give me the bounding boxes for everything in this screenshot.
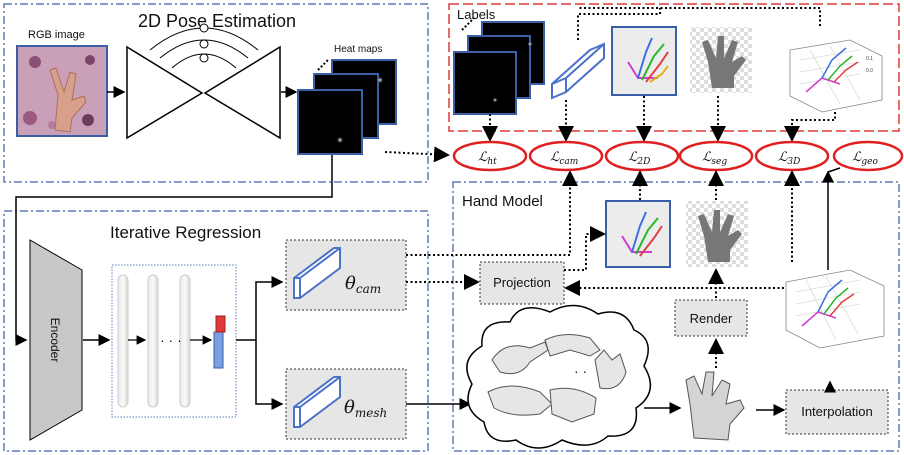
label-camera-cuboid — [551, 42, 605, 100]
arrow-label-3d-to-L3d — [784, 112, 836, 142]
hourglass-network — [126, 23, 281, 140]
section-hand-model — [452, 181, 900, 452]
heat-map-stack — [297, 59, 397, 155]
projected-2d-skeleton — [605, 200, 671, 268]
encoder-label: Encoder — [48, 318, 62, 363]
label-silhouette — [690, 27, 752, 93]
projection-label: Projection — [493, 275, 551, 290]
loss-cam — [528, 140, 604, 172]
hand-pose-cloud — [466, 304, 652, 449]
loss-cam-label: ℒcam — [550, 150, 578, 167]
regression-title: Iterative Regression — [110, 223, 261, 242]
regressor-block — [111, 264, 237, 418]
rendered-silhouette — [686, 201, 748, 267]
rgb-image — [16, 45, 108, 137]
label-3d-plot: 0.1 0.0 — [789, 39, 883, 113]
pose2d-title: 2D Pose Estimation — [138, 11, 296, 31]
svg-text:0.1: 0.1 — [866, 56, 873, 62]
hand-model-title: Hand Model — [462, 193, 543, 210]
section-2d-pose — [3, 3, 429, 183]
theta-mesh-box — [285, 368, 407, 440]
arrow-cam-to-Lcam — [406, 170, 578, 256]
arrow-projection-to-2d — [564, 226, 606, 271]
arrow-heatmaps-to-encoder — [15, 155, 333, 346]
render-label: Render — [690, 311, 733, 326]
predicted-3d-plot — [785, 269, 885, 349]
arrow-regressor-to-mesh — [255, 340, 284, 410]
section-labels — [448, 3, 900, 132]
theta-mesh-symbol: θmesh — [344, 397, 387, 420]
rgb-image-label: RGB image — [28, 29, 85, 41]
loss-geo-label: ℒgeo — [852, 150, 878, 167]
arrow-regressor-to-params — [236, 276, 284, 341]
theta-cam-box — [285, 239, 407, 311]
label-2d-skeleton — [611, 26, 677, 96]
arrow-heatmaps-to-Lht — [384, 146, 450, 163]
loss-3d-label: ℒ3D — [778, 150, 800, 167]
theta-cam-symbol: θcam — [345, 273, 381, 296]
loss-ht-label: ℒht — [478, 150, 497, 167]
encoder-block — [29, 239, 83, 441]
heat-maps-label: Heat maps — [334, 44, 382, 55]
projection-box — [479, 261, 565, 305]
svg-text:0.0: 0.0 — [866, 68, 873, 74]
interpolation-label: Interpolation — [801, 404, 873, 419]
arrow-3d-label-top — [578, 7, 821, 26]
loss-2d-label: ℒ2D — [628, 150, 650, 167]
label-heatmaps — [453, 17, 545, 115]
cloud-dots: · · — [574, 363, 587, 379]
render-box — [674, 299, 748, 337]
loss-geo — [832, 140, 904, 172]
loss-seg-label: ℒseg — [702, 150, 727, 167]
arrow-Lgeo-link — [827, 167, 841, 173]
section-iterative-regression — [3, 210, 429, 452]
labels-title: Labels — [457, 7, 496, 22]
3d-hand-mesh — [685, 371, 745, 441]
interpolation-box — [785, 389, 889, 435]
regressor-dots: · · · — [160, 332, 182, 348]
loss-ht — [452, 140, 528, 172]
